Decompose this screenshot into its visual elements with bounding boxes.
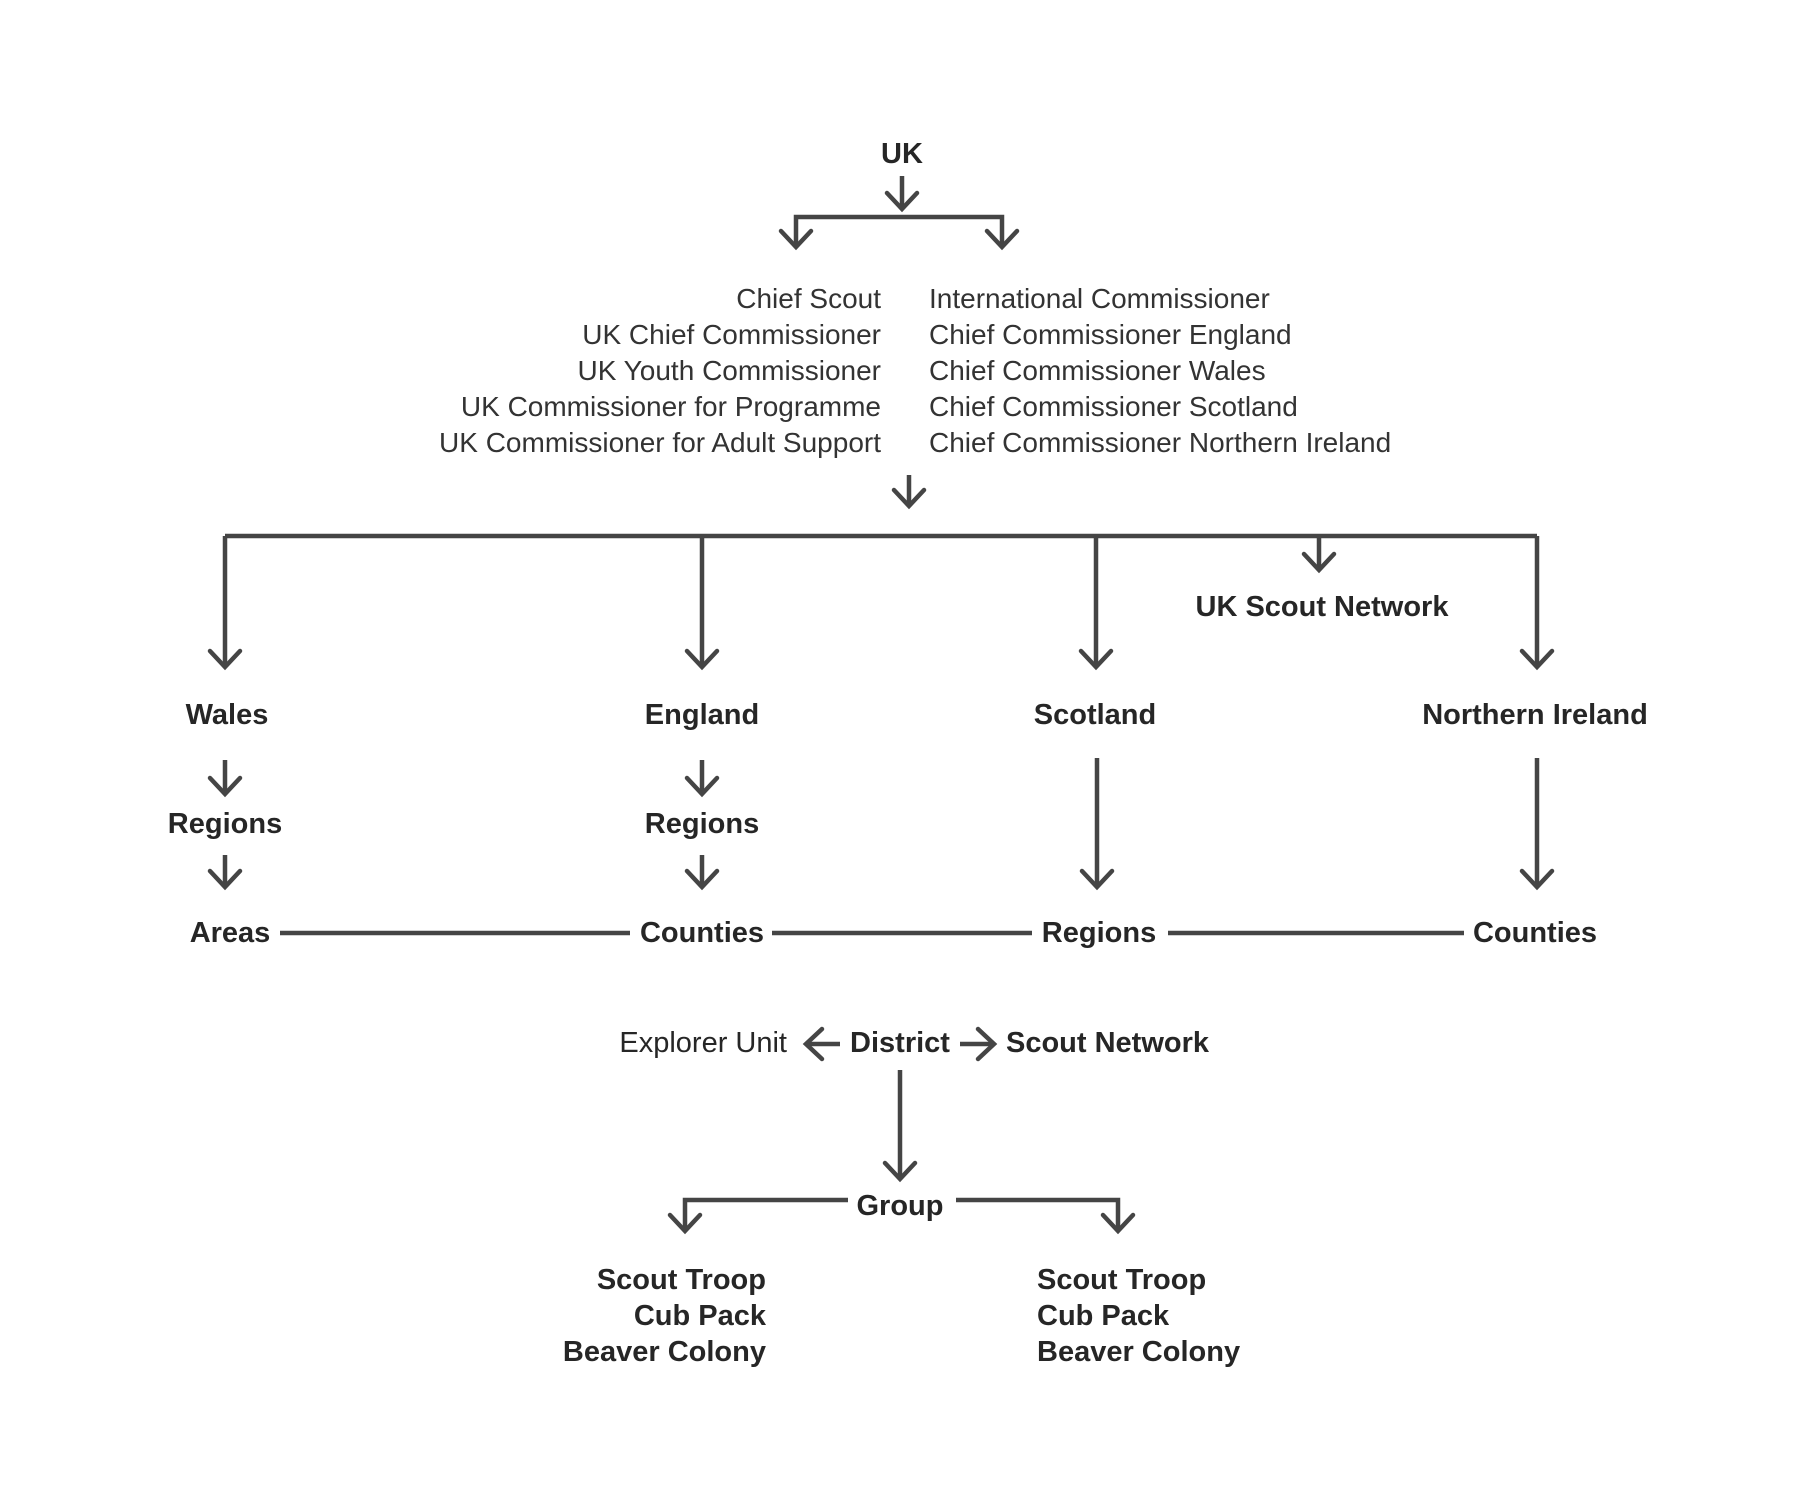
node-regions-scotland: Regions — [1042, 917, 1156, 949]
node-uk-scout-network: UK Scout Network — [1196, 591, 1450, 623]
leader-right-item: Chief Commissioner Wales — [929, 355, 1266, 386]
arrow-down-icon — [984, 228, 1020, 251]
node-england-regions: Regions — [645, 808, 759, 840]
arrow-down-icon — [1301, 551, 1337, 574]
arrow-down-icon — [1079, 868, 1115, 891]
node-counties-ni: Counties — [1473, 917, 1597, 949]
arrow-down-icon — [1078, 648, 1114, 671]
group-left-line — [682, 1197, 848, 1230]
uk-split-line — [793, 214, 1005, 246]
arrow-down-icon — [891, 487, 927, 510]
arrow-down-icon — [1100, 1212, 1136, 1235]
section-left-item: Scout Troop — [597, 1264, 766, 1296]
node-explorer-unit: Explorer Unit — [619, 1027, 787, 1059]
arrow-down-icon — [207, 868, 243, 891]
node-scout-network: Scout Network — [1006, 1027, 1210, 1059]
arrow-down-icon — [778, 228, 814, 251]
section-left-item: Cub Pack — [634, 1300, 767, 1332]
node-wales-regions: Regions — [168, 808, 282, 840]
arrow-down-icon — [1519, 868, 1555, 891]
section-left-item: Beaver Colony — [563, 1336, 766, 1368]
arrow-down-icon — [684, 868, 720, 891]
leader-left-item: UK Commissioner for Programme — [461, 391, 881, 422]
leader-left-item: UK Youth Commissioner — [578, 355, 881, 386]
section-right-item: Cub Pack — [1037, 1300, 1170, 1332]
section-right-item: Scout Troop — [1037, 1264, 1206, 1296]
leader-right-item: Chief Commissioner England — [929, 319, 1292, 350]
node-england: England — [645, 699, 759, 731]
node-group: Group — [857, 1190, 944, 1222]
leader-left-item: Chief Scout — [736, 283, 881, 314]
arrow-down-icon — [884, 190, 920, 213]
group-right-line — [956, 1197, 1121, 1230]
node-counties-england: Counties — [640, 917, 764, 949]
node-northern-ireland: Northern Ireland — [1422, 699, 1648, 731]
leader-right-item: Chief Commissioner Scotland — [929, 391, 1298, 422]
arrow-down-icon — [207, 775, 243, 798]
arrow-down-icon — [684, 775, 720, 798]
node-wales: Wales — [186, 699, 269, 731]
connector-lines — [222, 176, 1540, 1230]
node-district: District — [850, 1027, 950, 1059]
leader-left-item: UK Commissioner for Adult Support — [439, 427, 881, 458]
leader-right-item: International Commissioner — [929, 283, 1270, 314]
section-right-item: Beaver Colony — [1037, 1336, 1240, 1368]
leader-left-item: UK Chief Commissioner — [582, 319, 881, 350]
arrow-down-icon — [882, 1160, 918, 1183]
leader-right-item: Chief Commissioner Northern Ireland — [929, 427, 1391, 458]
node-uk: UK — [881, 138, 923, 170]
node-scotland: Scotland — [1034, 699, 1156, 731]
node-areas: Areas — [190, 917, 271, 949]
arrow-heads — [207, 190, 1555, 1235]
arrow-down-icon — [667, 1212, 703, 1235]
arrow-down-icon — [207, 648, 243, 671]
labels: UK Chief Scout UK Chief Commissioner UK … — [168, 138, 1648, 1368]
arrow-right-icon — [975, 1026, 998, 1062]
arrow-down-icon — [1519, 648, 1555, 671]
arrow-down-icon — [684, 648, 720, 671]
arrow-left-icon — [802, 1026, 825, 1062]
